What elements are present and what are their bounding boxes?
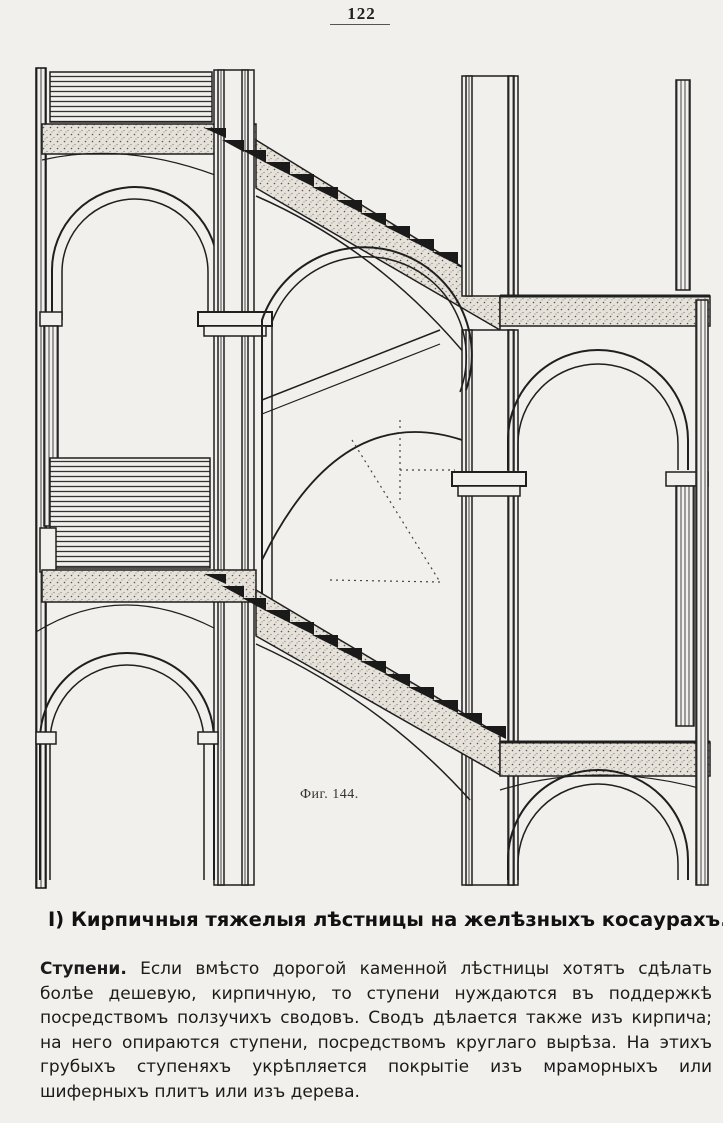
paragraph-text: Если вмѣсто дорогой каменной лѣстницы хо… [40,959,712,1102]
body-paragraph: Ступени. Если вмѣсто дорогой каменной лѣ… [40,957,712,1104]
figure-caption: Фиг. 144. [300,787,359,802]
upper-left-arch [51,186,219,320]
right-lower-arch [507,769,689,880]
section-heading: I) Кирпичныя тяжелыя лѣстницы на желѣзны… [48,908,723,931]
upper-balustrade [49,71,213,123]
right-upper-slab [499,295,711,327]
staircase-section-drawing [35,67,711,889]
page-number: 122 [347,4,376,23]
right-mid-arch [507,349,689,470]
diagonal-arch [261,246,473,600]
lower-stair-steps [204,574,506,739]
paragraph-lead: Ступени. [40,959,127,979]
lower-left-arch [39,652,215,880]
middle-balustrade [49,457,211,569]
page-number-rule [330,24,390,25]
